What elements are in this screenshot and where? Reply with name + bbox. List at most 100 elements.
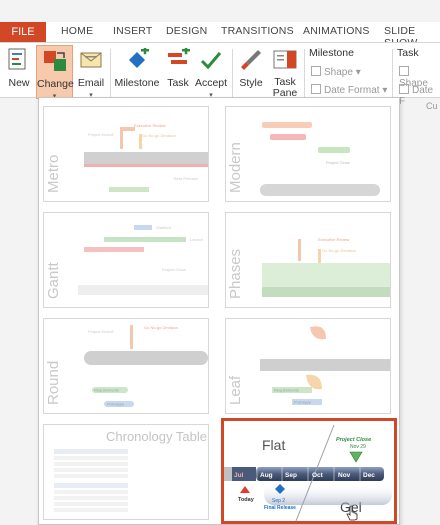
change-dropdown-caret: ▾ [37,92,72,100]
calendar-icon [399,84,409,94]
add-task-icon [168,48,190,64]
gantt-preview: Stabilize Launch Project Close [78,225,208,295]
style-label: Style [239,77,263,89]
accept-button[interactable]: Accept ▾ [194,45,228,99]
style-card-chronology-table[interactable]: Chronology Table [43,424,209,520]
style-name-modern: Modern [227,142,244,193]
month-label-jul: Jul [234,472,244,479]
style-card-metro[interactable]: Project Kickoff Executive Review Go No-g… [43,106,209,202]
task-shape-label: Shape [399,78,428,89]
style-name-gantt: Gantt [45,262,62,299]
email-button[interactable]: Email ▾ [75,45,107,99]
task-date-format-dropdown[interactable]: Date F [399,84,440,107]
phases-executive-review-text: Executive Review [318,237,350,242]
style-name-round: Round [45,360,62,405]
month-label-sep: Sep [285,472,297,479]
change-button[interactable]: Change ▾ [36,45,74,100]
new-label: New [8,77,30,89]
chronology-table-preview [54,449,128,512]
milestone-group-title: Milestone [309,47,354,59]
mouse-cursor-hand-icon [346,505,358,521]
style-card-flat-gel-selected[interactable]: Flat Gel [221,418,397,524]
tab-design[interactable]: DESIGN [166,25,208,37]
style-card-phases[interactable]: Executive Review Go No-go Decision Phase… [225,212,391,308]
final-release-date: Sep 2 [272,498,285,504]
tab-insert[interactable]: INSERT [113,25,153,37]
task-shape-dropdown[interactable]: Shape [399,66,440,89]
style-name-chronology-table: Chronology Table [106,429,207,444]
tab-home[interactable]: HOME [61,25,94,37]
task-date-format-label: Date F [399,85,434,107]
leaf-preview: Requirements Prototype [260,326,390,405]
task-group-title: Task [397,47,419,59]
milestone-date-format-label: Date Format [324,85,380,96]
month-label-nov: Nov [338,472,351,479]
ribbon-separator [304,49,305,99]
round-preview: Project Kickoff Go No-go Decision Requir… [84,325,208,407]
ribbon: New Change ▾ Email ▾ [0,42,440,111]
date-format-caret: ▾ [382,85,388,96]
executive-review-text: Executive Review [134,123,166,128]
project-close-label: Project Close [336,437,371,443]
accept-checkmark-icon [200,52,222,70]
task-pane-label-line2: Pane [272,87,298,99]
accept-label: Accept [194,77,228,89]
milestone-shape-dropdown[interactable]: Shape ▾ [311,66,361,78]
final-release-label: Final Release [264,505,296,511]
new-button[interactable]: New [4,45,34,99]
style-name-metro: Metro [45,154,62,193]
style-card-round[interactable]: Project Kickoff Go No-go Decision Requir… [43,318,209,414]
change-style-icon [43,51,66,71]
task-pane-button[interactable]: Task Pane [269,45,301,99]
tab-file[interactable]: FILE [0,22,46,42]
calendar-icon [311,84,321,94]
month-label-aug: Aug [260,472,273,479]
project-close-milestone-marker [349,451,363,463]
change-label: Change [37,78,74,90]
new-timeline-icon [8,48,26,70]
style-name-leaf: Leaf [227,375,244,405]
accept-dropdown-caret: ▾ [209,92,213,99]
milestone-shape-label: Shape [324,67,353,78]
style-card-gantt[interactable]: Stabilize Launch Project Close Gantt [43,212,209,308]
style-button[interactable]: Style [236,45,266,99]
project-close-text: Project Close [326,160,351,165]
task-pane-label-line1: Task [274,76,296,88]
style-card-modern[interactable]: Project Close Modern [225,106,391,202]
shape-caret: ▾ [355,67,361,78]
today-label: Today [238,497,255,503]
gantt-project-close-text: Project Close [162,267,187,272]
requirements-text: Requirements [94,388,119,393]
add-milestone-icon [129,48,149,68]
ribbon-separator [232,49,233,99]
task-pane-label: Task Pane [269,77,301,99]
stabilize-text: Stabilize [156,225,172,230]
final-release-milestone-marker [275,484,285,494]
round-project-kickoff-text: Project Kickoff [88,329,114,334]
project-close-date: Nov 29 [350,444,366,450]
milestone-date-format-dropdown[interactable]: Date Format ▾ [311,84,387,96]
style-card-leaf[interactable]: Requirements Prototype Leaf [225,318,391,414]
ribbon-separator [392,49,393,99]
round-go-no-go-text: Go No-go Decision [144,325,178,330]
shape-icon [399,66,409,76]
launch-text: Launch [190,237,203,242]
tab-animations[interactable]: ANIMATIONS [303,25,370,37]
project-kickoff-text: Project Kickoff [88,132,114,137]
flat-gel-preview: Jul Aug Sep Oct Nov Dec Project Close No… [224,424,392,521]
phases-preview: Executive Review Go No-go Decision [262,237,390,297]
tab-transitions[interactable]: TRANSITIONS [221,25,294,37]
task-button[interactable]: Task [163,45,193,99]
ribbon-tab-bar: FILE HOME INSERT DESIGN TRANSITIONS ANIM… [0,22,440,49]
metro-preview: Project Kickoff Executive Review Go No-g… [84,123,208,192]
milestone-label: Milestone [114,77,160,89]
leaf-requirements-text: Requirements [274,388,299,393]
shape-icon [311,66,321,76]
group-label-cut: Cu [426,101,438,111]
milestone-button[interactable]: Milestone [113,45,161,99]
task-pane-icon [273,50,297,69]
today-marker [240,486,250,493]
prototype-text: Prototype [107,402,125,407]
leaf-prototype-text: Prototype [294,400,312,405]
